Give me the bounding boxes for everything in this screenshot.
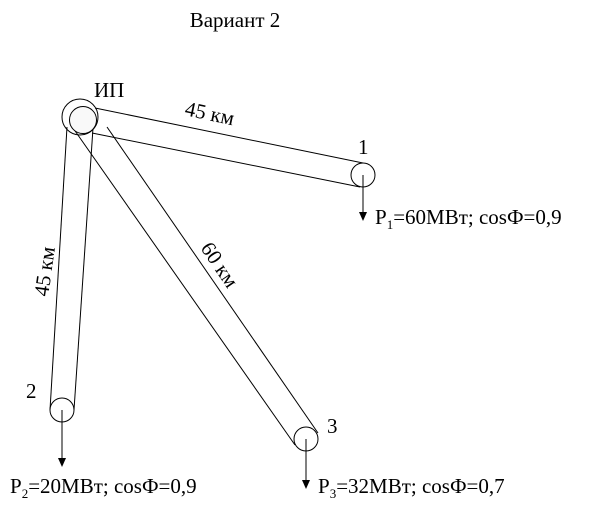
- load-2-label: P2=20МВт; cosФ=0,9: [10, 474, 197, 501]
- line-ip-node1: [91, 107, 364, 188]
- line-2-length: 45 км: [29, 245, 60, 298]
- node-3-label: 3: [327, 414, 338, 438]
- line-ip-node2: [49, 126, 94, 411]
- line-1-length: 45 км: [183, 96, 237, 130]
- diagram-title: Вариант 2: [190, 8, 281, 32]
- load-1-label: P1=60МВт; cosФ=0,9: [375, 205, 562, 232]
- arrow-head-icon: [359, 212, 367, 221]
- arrow-head-icon: [58, 458, 66, 467]
- source-label: ИП: [94, 78, 124, 102]
- source-node: [61, 98, 99, 136]
- node-1-label: 1: [358, 135, 369, 159]
- line-ip-node3: [72, 126, 319, 446]
- arrow-head-icon: [302, 480, 310, 489]
- load-3-label: P3=32МВт; cosФ=0,7: [318, 474, 505, 501]
- line-3-length: 60 км: [196, 237, 244, 292]
- node-2-label: 2: [26, 379, 37, 403]
